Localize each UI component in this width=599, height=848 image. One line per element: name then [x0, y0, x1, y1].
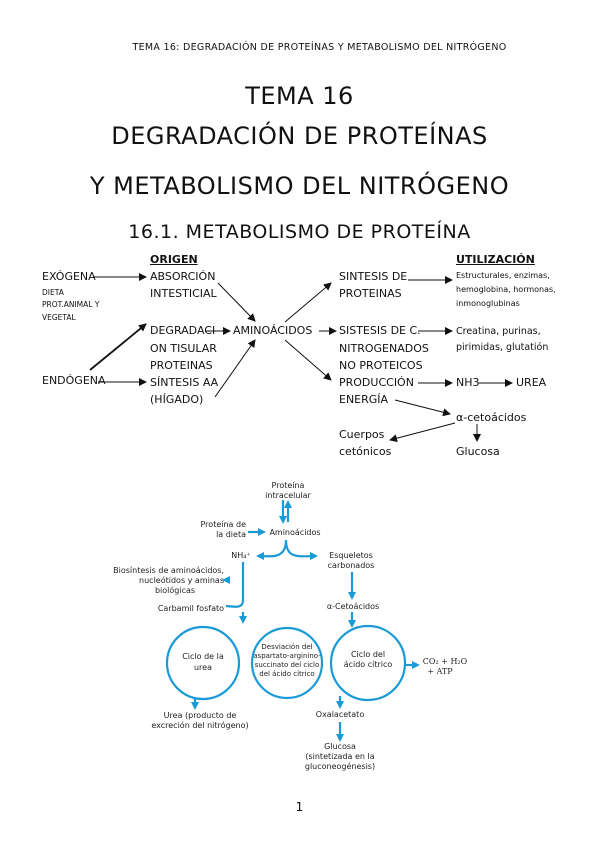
produccion-line2: ENERGÍA — [339, 393, 389, 406]
higado-label: (HÍGADO) — [150, 393, 204, 406]
absorcion-line2: INTESTICIAL — [150, 287, 217, 300]
sintesis-aa-label: SÍNTESIS AA — [150, 376, 219, 389]
vegetal-label: VEGETAL — [42, 313, 76, 322]
arrow-aa-esqueletos — [284, 539, 318, 561]
absorcion-line1: ABSORCIÓN — [150, 270, 216, 283]
arrow-endogena-degradacion — [89, 323, 147, 371]
aminoacidos-label: AMINOÁCIDOS — [233, 324, 313, 337]
fig-glucosa-2: (sintetizada en la — [305, 752, 375, 761]
arrow-nh4-carbamil-branch — [225, 562, 245, 608]
fig-glucosa-3: gluconeogénesis) — [304, 762, 376, 771]
utilizacion-header: UTILIZACIÓN — [456, 253, 535, 266]
arrow-aa-nh4 — [256, 539, 288, 561]
origen-header: ORIGEN — [150, 253, 198, 266]
fig-desviacion-1: Desviación del — [261, 643, 313, 651]
sintesis-c-line3: NO PROTEICOS — [339, 359, 423, 372]
fig-proteina-intracelular-1: Proteína — [271, 481, 305, 490]
cetoacidos-label: α-cetoácidos — [456, 411, 527, 424]
degradacion-line2: ON TISULAR — [150, 342, 217, 355]
arrow-aa-sintesis-prot — [284, 282, 332, 323]
prot-animal-label: PROT.ANIMAL Y — [42, 300, 100, 309]
fig-biosintesis-1: Biosíntesis de aminoácidos, — [113, 566, 224, 575]
glucosa-label: Glucosa — [456, 445, 500, 458]
urea-cycle-circle — [165, 625, 241, 701]
arrow-cetoacidos-cuerpos — [389, 422, 456, 443]
citric-cycle-circle — [329, 624, 407, 702]
urea-label: UREA — [516, 376, 547, 389]
fig-desviacion-4: del ácido cítrico — [259, 670, 315, 678]
estructurales-line3: inmonoglubinas — [456, 299, 520, 308]
cuerpos-line1: Cuerpos — [339, 428, 385, 441]
arrow-absorcion-aa — [217, 282, 256, 322]
creatina-line2: pirimidas, glutatión — [456, 342, 549, 353]
fig-glucosa-1: Glucosa — [324, 742, 356, 751]
fig-ciclo-citrico-1: Ciclo del — [350, 650, 386, 659]
nh3-label: NH3 — [456, 376, 480, 389]
fig-esqueletos-2: carbonados — [327, 561, 375, 570]
cuerpos-line2: cetónicos — [339, 445, 392, 458]
fig-ciclo-urea-1: Ciclo de la — [182, 652, 224, 661]
degradacion-line1: DEGRADACI — [150, 324, 216, 337]
page-title-line3: Y METABOLISMO DEL NITRÓGENO — [89, 172, 510, 200]
fig-alfa-cetoacidos: α-Cetoácidos — [326, 602, 380, 611]
running-header: TEMA 16: DEGRADACIÓN DE PROTEÍNAS Y META… — [132, 42, 507, 53]
sintesis-proteinas-line1: SINTESIS DE — [339, 270, 408, 283]
fig-urea-2: excreción del nitrógeno) — [151, 721, 249, 730]
fig-biosintesis-3: biológicas — [154, 586, 196, 595]
estructurales-line1: Estructurales, enzimas, — [456, 271, 550, 280]
fig-ciclo-urea-2: urea — [193, 663, 212, 672]
fig-oxalacetato: Oxalacetato — [315, 710, 365, 719]
page-title-line2: DEGRADACIÓN DE PROTEÍNAS — [111, 122, 488, 150]
fig-biosintesis-2: nucleótidos y aminas — [139, 576, 224, 585]
sintesis-c-line2: NITROGENADOS — [339, 342, 429, 355]
estructurales-line2: hemoglobina, hormonas, — [456, 285, 556, 294]
aspartate-shunt-circle — [250, 626, 324, 700]
endogena-label: ENDÓGENA — [42, 374, 106, 387]
page-title-line1: TEMA 16 — [245, 82, 354, 110]
degradacion-line3: PROTEINAS — [150, 359, 213, 372]
fig-aminoacidos: Aminoácidos — [269, 528, 321, 537]
fig-urea-1: Urea (producto de — [163, 711, 237, 720]
fig-desviacion-3: succinato del ciclo — [254, 661, 320, 669]
fig-co2: CO₂ + H₂O — [422, 657, 468, 666]
fig-nh4: NH₄⁺ — [231, 551, 251, 560]
fig-proteina-dieta-2: la dieta — [216, 530, 246, 539]
page-number: 1 — [295, 800, 304, 814]
fig-proteina-dieta-1: Proteína de — [200, 520, 247, 529]
fig-atp: + ATP — [427, 667, 453, 676]
sintesis-proteinas-line2: PROTEINAS — [339, 287, 402, 300]
fig-carbamil: Carbamil fosfato — [157, 604, 224, 613]
sintesis-c-line1: SISTESIS DE C. — [339, 324, 421, 337]
fig-esqueletos-1: Esqueletos — [329, 551, 373, 560]
fig-ciclo-citrico-2: ácido cítrico — [343, 660, 393, 669]
arrow-aa-energia — [284, 339, 332, 381]
arrow-energia-cetoacidos — [394, 399, 451, 417]
produccion-line1: PRODUCCIÓN — [339, 376, 414, 389]
exogena-label: EXÓGENA — [42, 270, 96, 283]
creatina-line1: Creatina, purinas, — [456, 326, 541, 337]
dieta-label: DIETA — [42, 288, 64, 297]
fig-desviacion-2: aspartato-arginino- — [253, 652, 321, 660]
section-heading: 16.1. METABOLISMO DE PROTEÍNA — [128, 221, 471, 243]
arrow-sintesis-aa — [214, 339, 256, 398]
fig-proteina-intracelular-2: intracelular — [265, 491, 311, 500]
